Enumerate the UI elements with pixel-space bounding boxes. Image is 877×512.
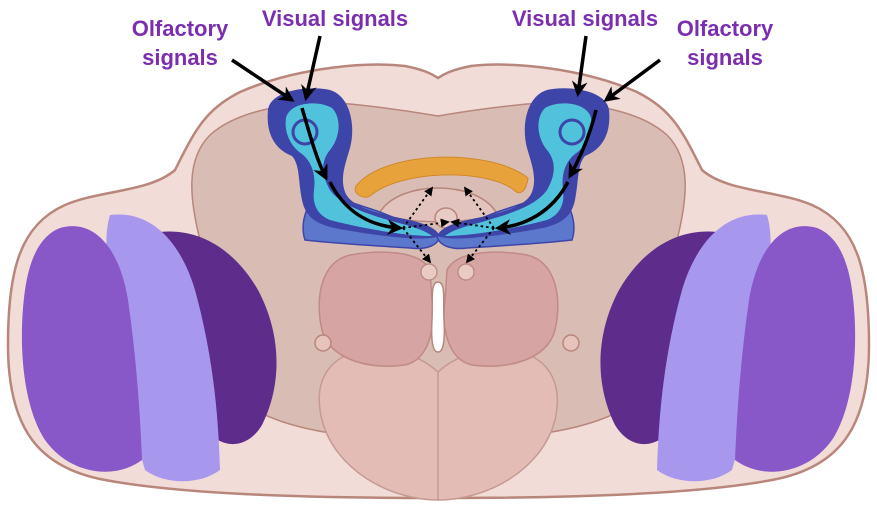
label-olfactory-left: Olfactory signals xyxy=(100,14,260,72)
label-olfactory-right-line2: signals xyxy=(645,43,805,72)
noduli-left xyxy=(421,264,437,280)
label-olfactory-right: Olfactory signals xyxy=(645,14,805,72)
nodule-left xyxy=(315,335,331,351)
label-visual-left: Visual signals xyxy=(250,4,420,33)
label-olfactory-right-line1: Olfactory xyxy=(645,14,805,43)
esophagus-opening xyxy=(432,282,445,352)
label-olfactory-left-line2: signals xyxy=(100,43,260,72)
label-visual-left-text: Visual signals xyxy=(250,4,420,33)
antennal-lobe-left xyxy=(319,252,433,366)
noduli-right xyxy=(458,264,474,280)
nodule-right xyxy=(563,335,579,351)
label-olfactory-left-line1: Olfactory xyxy=(100,14,260,43)
